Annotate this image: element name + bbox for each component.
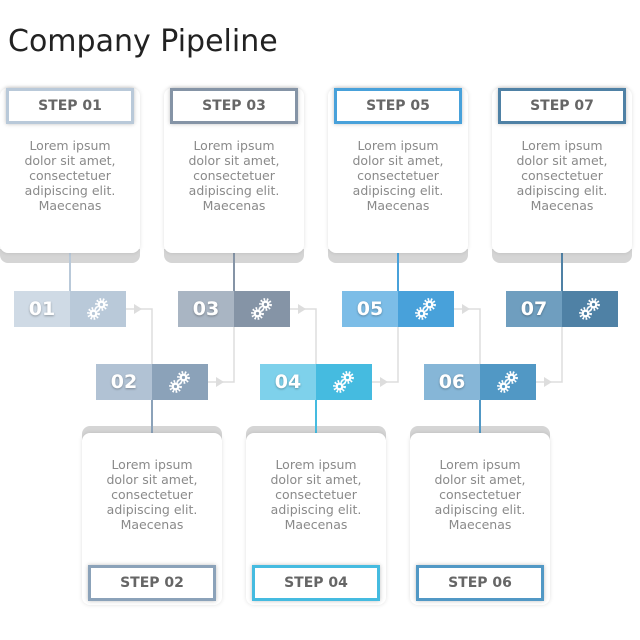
connector-line <box>208 327 235 383</box>
step-number: 04 <box>260 364 316 400</box>
step-number: 03 <box>178 291 234 327</box>
step-card-06: STEP 06 Lorem ipsum dolor sit amet, cons… <box>410 426 550 605</box>
step-number: 02 <box>96 364 152 400</box>
gears-icon <box>562 291 618 327</box>
step-card-07: STEP 07 Lorem ipsum dolor sit amet, cons… <box>492 88 632 263</box>
gears-icon <box>316 364 372 400</box>
arrow-icon <box>380 377 388 387</box>
step-number: 05 <box>342 291 398 327</box>
step-label: STEP 02 <box>88 565 216 601</box>
arrow-icon <box>134 304 142 314</box>
step-description: Lorem ipsum dolor sit amet, consectetuer… <box>188 138 280 213</box>
connector-line <box>536 327 563 383</box>
connector-line <box>454 308 481 364</box>
arrow-icon <box>298 304 306 314</box>
connector-line <box>372 327 399 383</box>
gears-icon <box>152 364 208 400</box>
step-label: STEP 04 <box>252 565 380 601</box>
step-block-02: 02 <box>96 364 208 400</box>
step-block-06: 06 <box>424 364 536 400</box>
arrow-icon <box>462 304 470 314</box>
step-label: STEP 06 <box>416 565 544 601</box>
step-description: Lorem ipsum dolor sit amet, consectetuer… <box>24 138 116 213</box>
step-card-02: STEP 02 Lorem ipsum dolor sit amet, cons… <box>82 426 222 605</box>
step-block-01: 01 <box>14 291 126 327</box>
step-description: Lorem ipsum dolor sit amet, consectetuer… <box>270 457 362 532</box>
connector-line <box>126 308 153 364</box>
step-card-05: STEP 05 Lorem ipsum dolor sit amet, cons… <box>328 88 468 263</box>
gears-icon <box>398 291 454 327</box>
step-description: Lorem ipsum dolor sit amet, consectetuer… <box>352 138 444 213</box>
step-block-05: 05 <box>342 291 454 327</box>
step-description: Lorem ipsum dolor sit amet, consectetuer… <box>516 138 608 213</box>
gears-icon <box>70 291 126 327</box>
page-title: Company Pipeline <box>8 24 278 59</box>
step-block-03: 03 <box>178 291 290 327</box>
step-card-03: STEP 03 Lorem ipsum dolor sit amet, cons… <box>164 88 304 263</box>
step-description: Lorem ipsum dolor sit amet, consectetuer… <box>106 457 198 532</box>
step-card-01: STEP 01 Lorem ipsum dolor sit amet, cons… <box>0 88 140 263</box>
arrow-icon <box>216 377 224 387</box>
step-label: STEP 01 <box>6 88 134 124</box>
gears-icon <box>480 364 536 400</box>
arrow-icon <box>544 377 552 387</box>
step-number: 07 <box>506 291 562 327</box>
step-number: 06 <box>424 364 480 400</box>
connector-line <box>290 308 317 364</box>
gears-icon <box>234 291 290 327</box>
step-block-04: 04 <box>260 364 372 400</box>
step-label: STEP 07 <box>498 88 626 124</box>
step-label: STEP 05 <box>334 88 462 124</box>
step-number: 01 <box>14 291 70 327</box>
step-card-04: STEP 04 Lorem ipsum dolor sit amet, cons… <box>246 426 386 605</box>
step-block-07: 07 <box>506 291 618 327</box>
step-label: STEP 03 <box>170 88 298 124</box>
step-description: Lorem ipsum dolor sit amet, consectetuer… <box>434 457 526 532</box>
